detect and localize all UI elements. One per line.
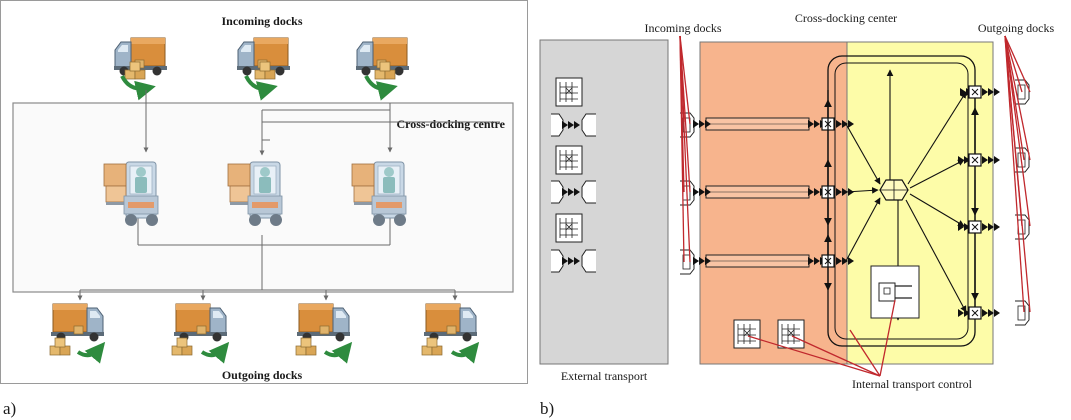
outgoing-truck-3: [295, 303, 353, 364]
outgoing-dock-4: [1014, 300, 1030, 326]
conveyor-lanes: [693, 117, 810, 268]
panel-a: Incoming docks Cross-docking centre: [0, 0, 528, 384]
external-dock-1: [551, 113, 596, 137]
panel-b-internal-label: Internal transport control: [852, 377, 973, 391]
external-dock-3: [551, 249, 596, 273]
outgoing-truck-2: [171, 303, 230, 364]
internal-control-rack-2: [777, 319, 805, 349]
panel-b-centre-label: Cross-docking center: [795, 11, 897, 25]
panel-a-incoming-label: Incoming docks: [221, 14, 302, 28]
forklift-symbol: [870, 265, 920, 319]
sorter-hub: [879, 179, 909, 201]
internal-control-rack-1: [733, 319, 761, 349]
incoming-truck-1: [113, 37, 168, 101]
loop-track-inner: [834, 62, 969, 340]
annotation-lines: [679, 35, 1031, 377]
outgoing-truck-1: [49, 303, 106, 364]
incoming-dock-3: [679, 249, 695, 275]
external-rack-2: [555, 145, 583, 175]
panel-b-outgoing-label: Outgoing docks: [978, 21, 1055, 35]
panel-a-centre-label: Cross-docking centre: [396, 117, 505, 131]
orange-zone: [699, 41, 848, 365]
panel-a-letter: a): [3, 399, 16, 418]
panel-b-incoming-label: Incoming docks: [645, 21, 722, 35]
centre-flow-lines: [77, 90, 500, 301]
outgoing-truck-4: [421, 303, 480, 364]
panel-b: Incoming docks Cross-docking center Outg…: [539, 11, 1055, 391]
external-dock-2: [551, 180, 596, 204]
incoming-truck-2: [236, 37, 291, 101]
external-rack-1: [555, 77, 583, 107]
panel-b-letter: b): [540, 399, 554, 418]
panel-b-external-label: External transport: [561, 369, 648, 383]
incoming-truck-3: [355, 37, 410, 101]
panel-a-outgoing-label: Outgoing docks: [222, 368, 303, 382]
external-rack-3: [555, 213, 583, 243]
